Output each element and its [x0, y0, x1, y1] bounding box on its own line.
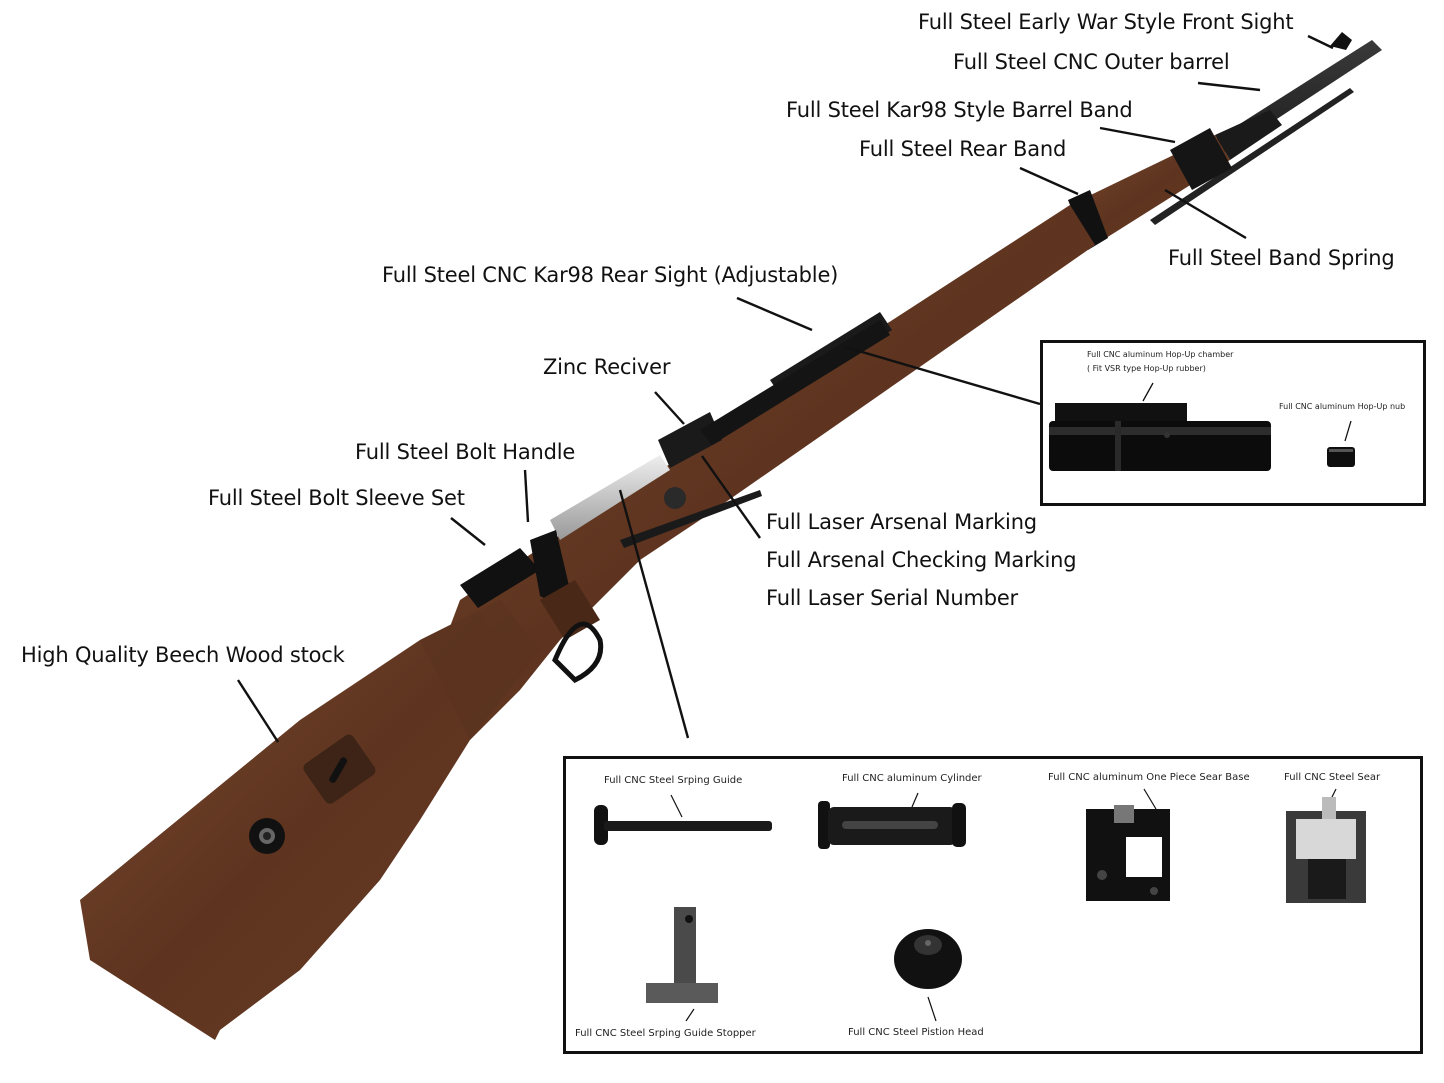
callout-rear-band: Full Steel Rear Band: [859, 137, 1067, 161]
internals-inset-panel: Full CNC Steel Srping Guide Full CNC alu…: [563, 756, 1423, 1054]
callout-front-sight: Full Steel Early War Style Front Sight: [918, 10, 1294, 34]
part-label-spring-guide: Full CNC Steel Srping Guide: [604, 775, 743, 786]
callout-serial-number: Full Laser Serial Number: [766, 586, 1018, 610]
hopup-chamber-label: Full CNC aluminum Hop-Up chamber: [1087, 350, 1234, 359]
spring-guide-shape: [594, 805, 772, 845]
callout-checking-marking: Full Arsenal Checking Marking: [766, 548, 1077, 572]
receiver-action: [460, 312, 892, 684]
callout-receiver: Zinc Reciver: [543, 355, 671, 379]
hopup-nub-label: Full CNC aluminum Hop-Up nub: [1279, 402, 1406, 411]
sear-base-shape: [1086, 805, 1170, 901]
callout-bolt-handle: Full Steel Bolt Handle: [355, 440, 576, 464]
hopup-chamber-note: ( Fit VSR type Hop-Up rubber): [1087, 364, 1206, 373]
internals-parts-image: [594, 788, 1366, 1022]
part-label-cylinder: Full CNC aluminum Cylinder: [842, 773, 982, 784]
forestock: [1068, 110, 1282, 250]
callout-outer-barrel: Full Steel CNC Outer barrel: [953, 50, 1230, 74]
piston-head-shape: [894, 929, 962, 989]
part-label-sear-base: Full CNC aluminum One Piece Sear Base: [1048, 772, 1250, 783]
callout-stock: High Quality Beech Wood stock: [21, 643, 345, 667]
stock-body: [80, 205, 1095, 1040]
part-label-spring-guide-stopper: Full CNC Steel Srping Guide Stopper: [575, 1028, 756, 1039]
callout-arsenal-marking: Full Laser Arsenal Marking: [766, 510, 1037, 534]
hopup-parts-image: [1049, 382, 1355, 471]
callout-barrel-band: Full Steel Kar98 Style Barrel Band: [786, 98, 1133, 122]
callout-band-spring: Full Steel Band Spring: [1168, 246, 1395, 270]
callout-bolt-sleeve: Full Steel Bolt Sleeve Set: [208, 486, 465, 510]
sear-shape: [1286, 797, 1366, 903]
callout-rear-sight: Full Steel CNC Kar98 Rear Sight (Adjusta…: [382, 263, 839, 287]
leader-lines: [236, 34, 1334, 743]
hopup-inset-panel: Full CNC aluminum Hop-Up chamber ( Fit V…: [1040, 340, 1426, 506]
part-label-sear: Full CNC Steel Sear: [1284, 772, 1381, 783]
part-label-piston-head: Full CNC Steel Pistion Head: [848, 1027, 984, 1038]
cylinder-shape: [818, 801, 966, 849]
spring-guide-stopper-shape: [646, 907, 718, 1003]
